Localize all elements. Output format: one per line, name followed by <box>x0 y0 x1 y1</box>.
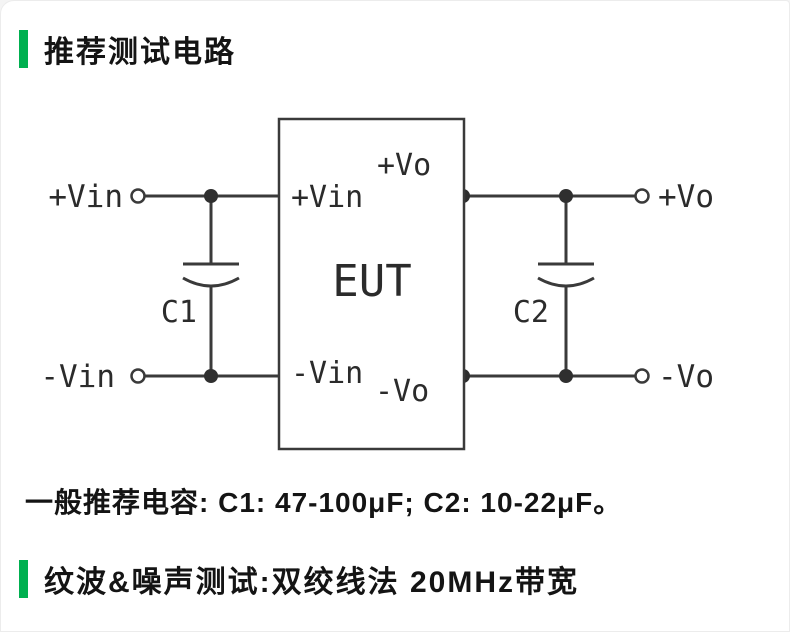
circuit-svg: +Vin -Vin +Vo -Vo C1 C2 +Vin +Vo -Vin -V… <box>40 117 714 451</box>
terminal-vo-plus <box>634 188 650 204</box>
section-title-test-circuit: 推荐测试电路 <box>44 36 236 69</box>
label-pin-vo-minus: -Vo <box>375 374 429 409</box>
junction-c2-top <box>559 189 573 203</box>
test-circuit-diagram: +Vin -Vin +Vo -Vo C1 C2 +Vin +Vo -Vin -V… <box>1 106 789 466</box>
junction-c2-bottom <box>559 369 573 383</box>
junction-c1-top <box>204 189 218 203</box>
capacitor-recommendation-note: 一般推荐电容: C1: 47-100μF; C2: 10-22μF。 <box>25 487 623 518</box>
label-terminal-vin-minus: -Vin <box>40 359 115 395</box>
eut-box <box>277 117 466 451</box>
terminal-vo-minus <box>634 368 650 384</box>
label-terminal-vin-plus: +Vin <box>48 179 123 215</box>
junction-c1-bottom <box>204 369 218 383</box>
label-pin-vin-minus: -Vin <box>291 356 363 391</box>
terminals <box>130 188 650 384</box>
green-accent-bar <box>19 30 28 68</box>
label-eut: EUT <box>332 256 411 307</box>
label-terminal-vo-minus: -Vo <box>658 359 714 395</box>
label-pin-vin-plus: +Vin <box>291 180 363 215</box>
green-accent-bar <box>19 560 28 598</box>
section-title-ripple: 纹波&噪声测试:双绞线法 20MHz带宽 <box>44 566 580 599</box>
label-cap-c1: C1 <box>161 295 197 330</box>
label-cap-c2: C2 <box>513 295 549 330</box>
terminal-vin-minus <box>130 368 146 384</box>
label-terminal-vo-plus: +Vo <box>658 179 714 215</box>
section-header-ripple: 纹波&噪声测试:双绞线法 20MHz带宽 <box>19 557 579 601</box>
wiring <box>145 194 635 378</box>
terminal-vin-plus <box>130 188 146 204</box>
cap2-plate-bottom <box>537 276 595 288</box>
section-header-test-circuit: 推荐测试电路 <box>19 27 236 71</box>
cap1-plate-bottom <box>182 276 240 288</box>
label-pin-vo-plus: +Vo <box>377 148 431 183</box>
